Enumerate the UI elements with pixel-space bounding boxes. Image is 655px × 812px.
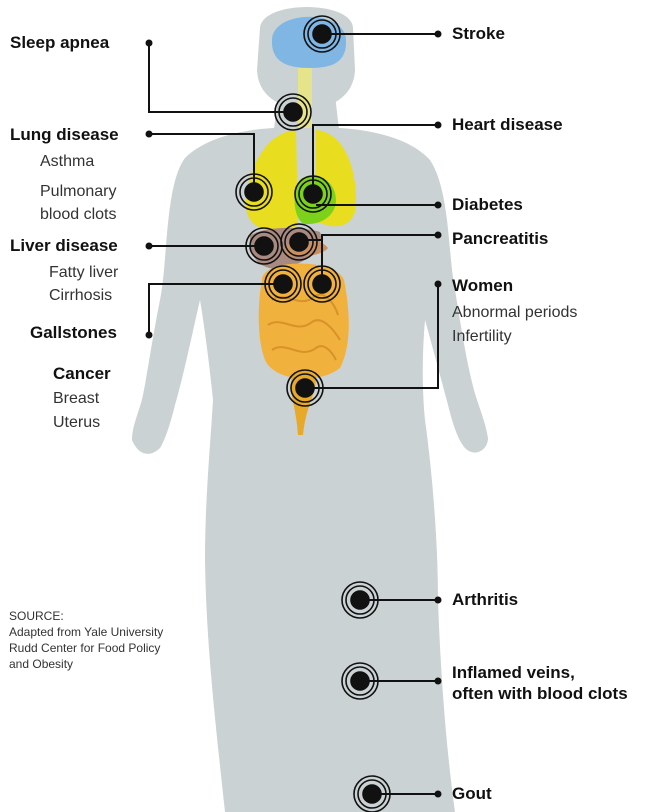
source-line-1: SOURCE: — [9, 608, 163, 624]
liver-disease-dot — [146, 243, 153, 250]
label-infertility: Infertility — [452, 325, 512, 349]
gallstones-dot — [146, 332, 153, 339]
gout-dot — [435, 791, 442, 798]
label-gout: Gout — [452, 784, 492, 804]
lung-disease-dot — [146, 131, 153, 138]
source-note: SOURCE: Adapted from Yale University Rud… — [9, 608, 163, 672]
source-line-2: Adapted from Yale University — [9, 624, 163, 640]
women-dot — [435, 281, 442, 288]
label-pancreatitis: Pancreatitis — [452, 229, 548, 249]
source-line-3: Rudd Center for Food Policy — [9, 640, 163, 656]
brain — [272, 17, 346, 68]
label-fatty-liver: Fatty liver — [49, 261, 118, 285]
label-pulmonary-2: blood clots — [40, 203, 117, 227]
label-breast: Breast — [53, 387, 99, 411]
stroke-dot — [435, 31, 442, 38]
veins-dot — [435, 678, 442, 685]
diabetes-dot — [435, 202, 442, 209]
arthritis-dot — [435, 597, 442, 604]
label-arthritis: Arthritis — [452, 590, 518, 610]
label-liver-disease: Liver disease — [10, 236, 118, 256]
label-inflamed-veins-2: often with blood clots — [452, 684, 628, 704]
label-stroke: Stroke — [452, 24, 505, 44]
label-cirrhosis: Cirrhosis — [49, 284, 112, 308]
label-women: Women — [452, 276, 513, 296]
label-uterus: Uterus — [53, 411, 100, 435]
label-heart-disease: Heart disease — [452, 115, 563, 135]
label-gallstones: Gallstones — [30, 323, 117, 343]
label-lung-disease: Lung disease — [10, 125, 119, 145]
label-pulmonary-1: Pulmonary — [40, 180, 116, 204]
label-sleep-apnea: Sleep apnea — [10, 33, 109, 53]
heart-disease-dot — [435, 122, 442, 129]
source-line-4: and Obesity — [9, 656, 163, 672]
label-abnormal-periods: Abnormal periods — [452, 301, 577, 325]
label-asthma: Asthma — [40, 150, 94, 174]
sleep-apnea-dot — [146, 40, 153, 47]
label-inflamed-veins-1: Inflamed veins, — [452, 663, 575, 683]
label-cancer: Cancer — [53, 364, 111, 384]
pancreatitis-dot — [435, 232, 442, 239]
label-diabetes: Diabetes — [452, 195, 523, 215]
